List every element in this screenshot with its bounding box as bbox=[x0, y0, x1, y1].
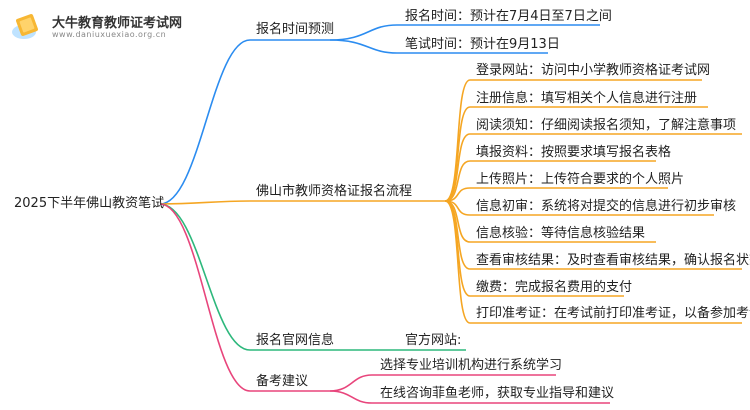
leaf-official-site: 官方网站: bbox=[405, 333, 462, 348]
leaf-link bbox=[444, 200, 471, 324]
leaf-process-step: 阅读须知：仔细阅读报名须知，了解注意事项 bbox=[476, 118, 737, 133]
leaf-exam-time: 笔试时间：预计在9月13日 bbox=[405, 37, 560, 52]
leaf-link bbox=[444, 106, 471, 202]
branch-label-official-site: 报名官网信息 bbox=[256, 333, 335, 348]
root-to-branch-link bbox=[159, 200, 251, 205]
leaf-registration-time: 报名时间：预计在7月4日至7日之间 bbox=[405, 9, 612, 24]
leaf-process-step: 填报资料：按照要求填写报名表格 bbox=[476, 145, 672, 160]
leaf-link bbox=[329, 39, 398, 54]
leaf-study-advice: 选择专业培训机构进行系统学习 bbox=[380, 358, 563, 373]
leaf-process-step: 缴费：完成报名费用的支付 bbox=[476, 280, 633, 295]
root-node: 2025下半年佛山教资笔试 bbox=[14, 196, 165, 211]
logo-url: www.daniuxuexiao.org.cn bbox=[52, 30, 167, 39]
leaf-process-step: 上传照片：上传符合要求的个人照片 bbox=[476, 172, 685, 187]
leaf-process-step: 信息初审：系统将对提交的信息进行初步审核 bbox=[476, 199, 737, 214]
branch-label-registration-time: 报名时间预测 bbox=[256, 22, 335, 37]
leaf-link bbox=[329, 390, 373, 404]
branch-label-registration-process: 佛山市教师资格证报名流程 bbox=[256, 184, 413, 199]
root-to-branch-link bbox=[159, 203, 251, 351]
leaf-link bbox=[444, 160, 471, 202]
book-logo-icon bbox=[12, 14, 38, 39]
root-to-branch-link bbox=[159, 203, 251, 392]
leaf-link bbox=[329, 374, 373, 392]
leaf-process-step: 信息核验：等待信息核验结果 bbox=[476, 226, 646, 241]
leaf-link bbox=[444, 133, 471, 202]
leaf-process-step: 注册信息：填写相关个人信息进行注册 bbox=[476, 91, 698, 106]
leaf-process-step: 查看审核结果：及时查看审核结果，确认报名状态 bbox=[476, 253, 750, 268]
logo: 大牛教育教师证考试网 www.daniuxuexiao.org.cn bbox=[10, 10, 210, 46]
branch-label-study-advice: 备考建议 bbox=[256, 374, 309, 389]
leaf-link bbox=[329, 24, 398, 41]
leaf-process-step: 登录网站：访问中小学教师资格证考试网 bbox=[476, 63, 711, 78]
leaf-process-step: 打印准考证：在考试前打印准考证，以备参加考试 bbox=[476, 306, 750, 321]
root-to-branch-link bbox=[159, 39, 251, 205]
logo-title: 大牛教育教师证考试网 bbox=[52, 16, 183, 31]
leaf-study-advice: 在线咨询菲鱼老师，获取专业指导和建议 bbox=[380, 386, 615, 401]
